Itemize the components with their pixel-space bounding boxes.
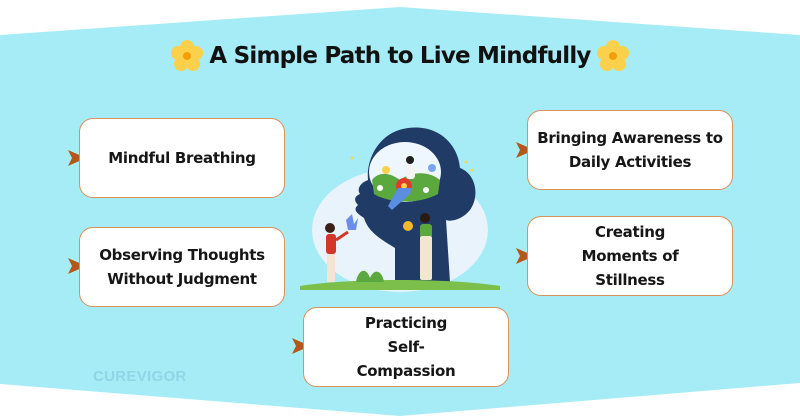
arrow-icon (516, 248, 534, 264)
step-label: Creating Moments of Stillness (581, 223, 679, 289)
step-card-bringing-awareness: Bringing Awareness to Daily Activities (527, 110, 733, 190)
arrow-icon (68, 150, 86, 166)
step-label: Mindful Breathing (108, 149, 256, 167)
step-label: Bringing Awareness to Daily Activities (537, 129, 723, 171)
arrow-icon (292, 338, 310, 354)
mindfulness-illustration (300, 127, 500, 292)
step-card-moments-of-stillness: Creating Moments of Stillness (527, 216, 733, 296)
step-label: Observing Thoughts Without Judgment (99, 246, 265, 288)
arrow-icon (68, 258, 86, 274)
step-card-mindful-breathing: Mindful Breathing (79, 118, 285, 198)
title-row: A Simple Path to Live Mindfully (0, 33, 800, 79)
step-card-observing-thoughts: Observing Thoughts Without Judgment (79, 227, 285, 307)
flower-icon (171, 40, 204, 71)
step-label: Practicing Self-Compassion (356, 314, 456, 380)
step-card-self-compassion: Practicing Self-Compassion (303, 307, 509, 387)
watermark: CUREVIGOR (93, 368, 187, 385)
page-title: A Simple Path to Live Mindfully (209, 43, 591, 69)
arrow-icon (516, 142, 534, 158)
flower-icon (596, 40, 629, 71)
